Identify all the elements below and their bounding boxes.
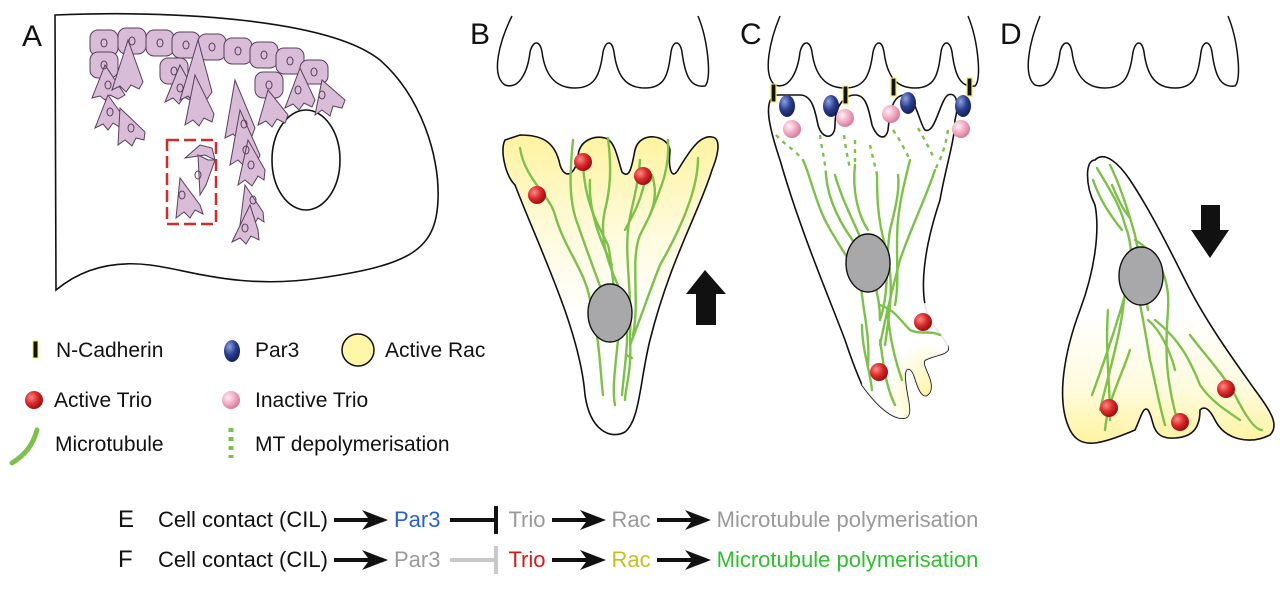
par3-c: [779, 92, 971, 117]
microtubule-icon: [9, 427, 40, 466]
pathway-node: Trio: [508, 507, 546, 532]
pathway-f: F Cell contact (CIL) Par3 Trio Rac Microtubul…: [118, 545, 978, 575]
blastopore: [271, 109, 341, 211]
legend-par3: Par3: [255, 339, 300, 362]
microtubules-b: [518, 136, 700, 407]
legend-mt-depolymerisation: MT depolymerisation: [255, 433, 450, 456]
pathway-node: Cell contact (CIL): [158, 507, 328, 532]
nucleus: [845, 233, 891, 293]
pathway-node: Par3: [393, 507, 441, 532]
cell-d: [1061, 156, 1275, 444]
pathway-node: Cell contact (CIL): [158, 547, 328, 572]
pathway-label: F: [118, 546, 133, 573]
arrow-down-icon: [1191, 205, 1229, 258]
active-trio-b: [528, 153, 652, 204]
par3-icon: [224, 340, 240, 362]
activation-arrow-icon: [550, 509, 608, 531]
mt-depolymerisation-c: [775, 127, 950, 176]
active-trio-icon: [25, 391, 43, 409]
panel-label-b: B: [470, 18, 491, 51]
pathway-label: E: [118, 506, 135, 533]
ncadherin-c: [770, 77, 973, 105]
activation-arrow-icon: [550, 549, 608, 571]
cell-c: [767, 77, 973, 419]
panel-label-d: D: [1000, 18, 1022, 51]
legend-microtubule: Microtubule: [55, 433, 164, 456]
nucleus-dots: [100, 36, 326, 233]
activation-arrow-icon: [655, 509, 713, 531]
pathway-node: Microtubule polymerisation: [716, 547, 979, 572]
pathway-node: Microtubule polymerisation: [716, 507, 979, 532]
activation-arrow-icon: [332, 509, 390, 531]
legend-active-trio: Active Trio: [54, 389, 153, 412]
panel-label-a: A: [22, 20, 43, 53]
inhibition-bar-icon: [446, 505, 502, 535]
cell-b: [502, 134, 719, 436]
neural-crest-cells: [89, 27, 346, 245]
panel-label-c: C: [740, 18, 762, 51]
inactive-trio-icon: [222, 391, 240, 409]
inhibition-bar-icon: [446, 545, 502, 575]
legend-symbols: [9, 333, 375, 466]
nucleus: [1118, 246, 1164, 306]
active-trio-c: [870, 313, 932, 381]
activation-arrow-icon: [332, 549, 390, 571]
inactive-trio-c: [783, 105, 970, 138]
pathway-node: Rac: [611, 507, 651, 532]
pathway-e: E Cell contact (CIL) Par3 Trio Rac Microtubul…: [118, 505, 978, 535]
neighbour-cell-c: [767, 15, 980, 89]
legend-active-rac: Active Rac: [385, 339, 486, 362]
legend-inactive-trio: Inactive Trio: [255, 389, 369, 412]
pathway-node: Trio: [508, 547, 546, 572]
active-rac-icon: [341, 333, 375, 367]
activation-arrow-icon: [655, 549, 713, 571]
neighbour-cell-b: [496, 15, 710, 89]
arrow-up-icon: [686, 270, 726, 325]
legend-ncadherin: N-Cadherin: [56, 339, 164, 362]
ncadherin-icon: [32, 340, 39, 359]
pathway-node: Par3: [393, 547, 441, 572]
neighbour-cell-d: [1027, 15, 1240, 89]
inset-box: [165, 138, 218, 226]
active-trio-d: [1100, 380, 1235, 431]
nucleus: [587, 283, 633, 343]
pathway-node: Rac: [611, 547, 651, 572]
